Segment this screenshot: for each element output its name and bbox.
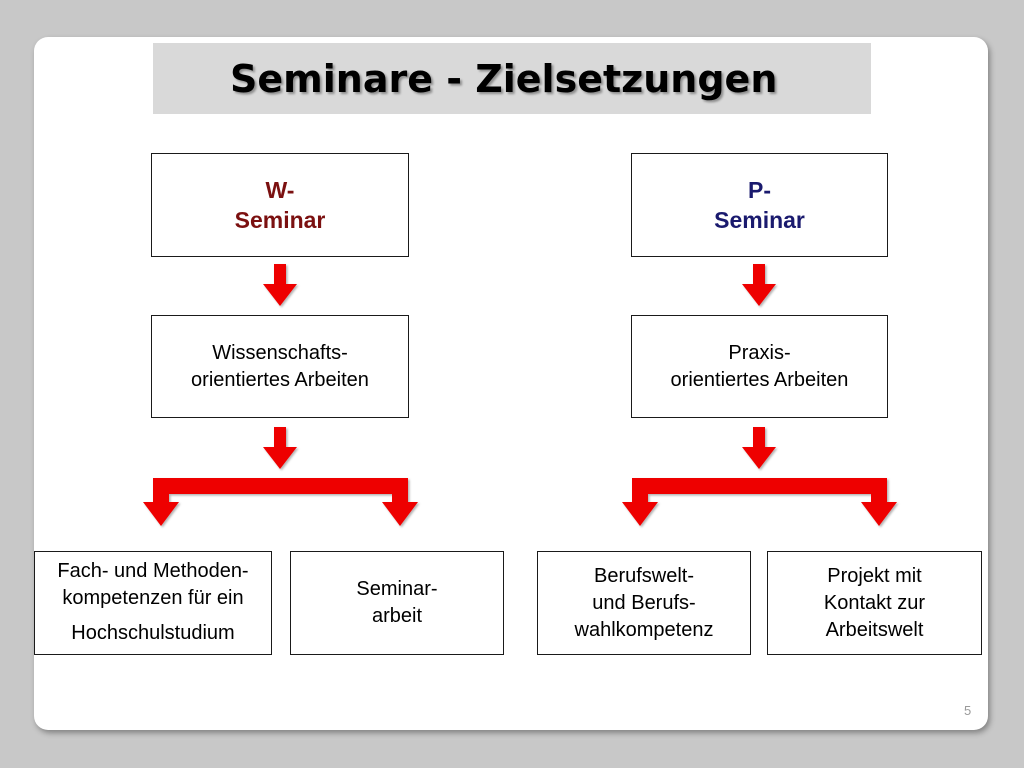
p-goal-1-line1: Berufswelt- [593, 564, 695, 587]
w-fork-arrow [143, 478, 418, 526]
title-bar [153, 43, 871, 114]
p-arrow-1 [742, 264, 776, 306]
w-seminar-box: W- Seminar [151, 153, 409, 257]
w-focus-line1: Wissenschafts- [212, 341, 348, 364]
w-goal-2-line2: arbeit [371, 605, 423, 627]
w-goal-2-line1: Seminar- [356, 578, 438, 600]
w-goal-1-line1: Fach- und Methoden- [57, 560, 249, 582]
p-focus-box: Praxis- orientiertes Arbeiten [631, 315, 888, 418]
p-goal-2-line3: Arbeitswelt [825, 618, 924, 641]
w-goal-box-1: Fach- und Methoden- kompetenzen für ein … [34, 551, 272, 655]
p-goal-2-line2: Kontakt zur [823, 591, 926, 614]
w-focus-line2: orientiertes Arbeiten [191, 368, 369, 391]
p-seminar-line1: P- [748, 177, 771, 203]
w-arrow-1 [263, 264, 297, 306]
slide-title: Seminare - Zielsetzungen [230, 57, 778, 101]
p-goal-1-line2: und Berufs- [592, 591, 696, 614]
p-goal-box-2: Projekt mit Kontakt zur Arbeitswelt [767, 551, 982, 655]
w-goal-1-line3: Hochschulstudium [71, 622, 235, 644]
p-arrow-2 [742, 427, 776, 469]
p-focus-line2: orientiertes Arbeiten [670, 368, 849, 391]
p-seminar-line2: Seminar [714, 207, 805, 233]
p-seminar-box: P- Seminar [631, 153, 888, 257]
p-goal-box-1: Berufswelt- und Berufs- wahlkompetenz [537, 551, 751, 655]
p-goal-2-line1: Projekt mit [827, 564, 922, 587]
p-focus-line1: Praxis- [728, 341, 791, 364]
w-focus-box: Wissenschafts- orientiertes Arbeiten [151, 315, 409, 418]
p-fork-arrow [622, 478, 897, 526]
w-seminar-line1: W- [265, 177, 295, 203]
page-number: 5 [964, 703, 972, 718]
w-arrow-2 [263, 427, 297, 469]
w-goal-1-line2: kompetenzen für ein [62, 587, 244, 609]
w-goal-box-2: Seminar- arbeit [290, 551, 504, 655]
p-goal-1-line3: wahlkompetenz [574, 618, 714, 641]
w-seminar-line2: Seminar [234, 207, 326, 233]
